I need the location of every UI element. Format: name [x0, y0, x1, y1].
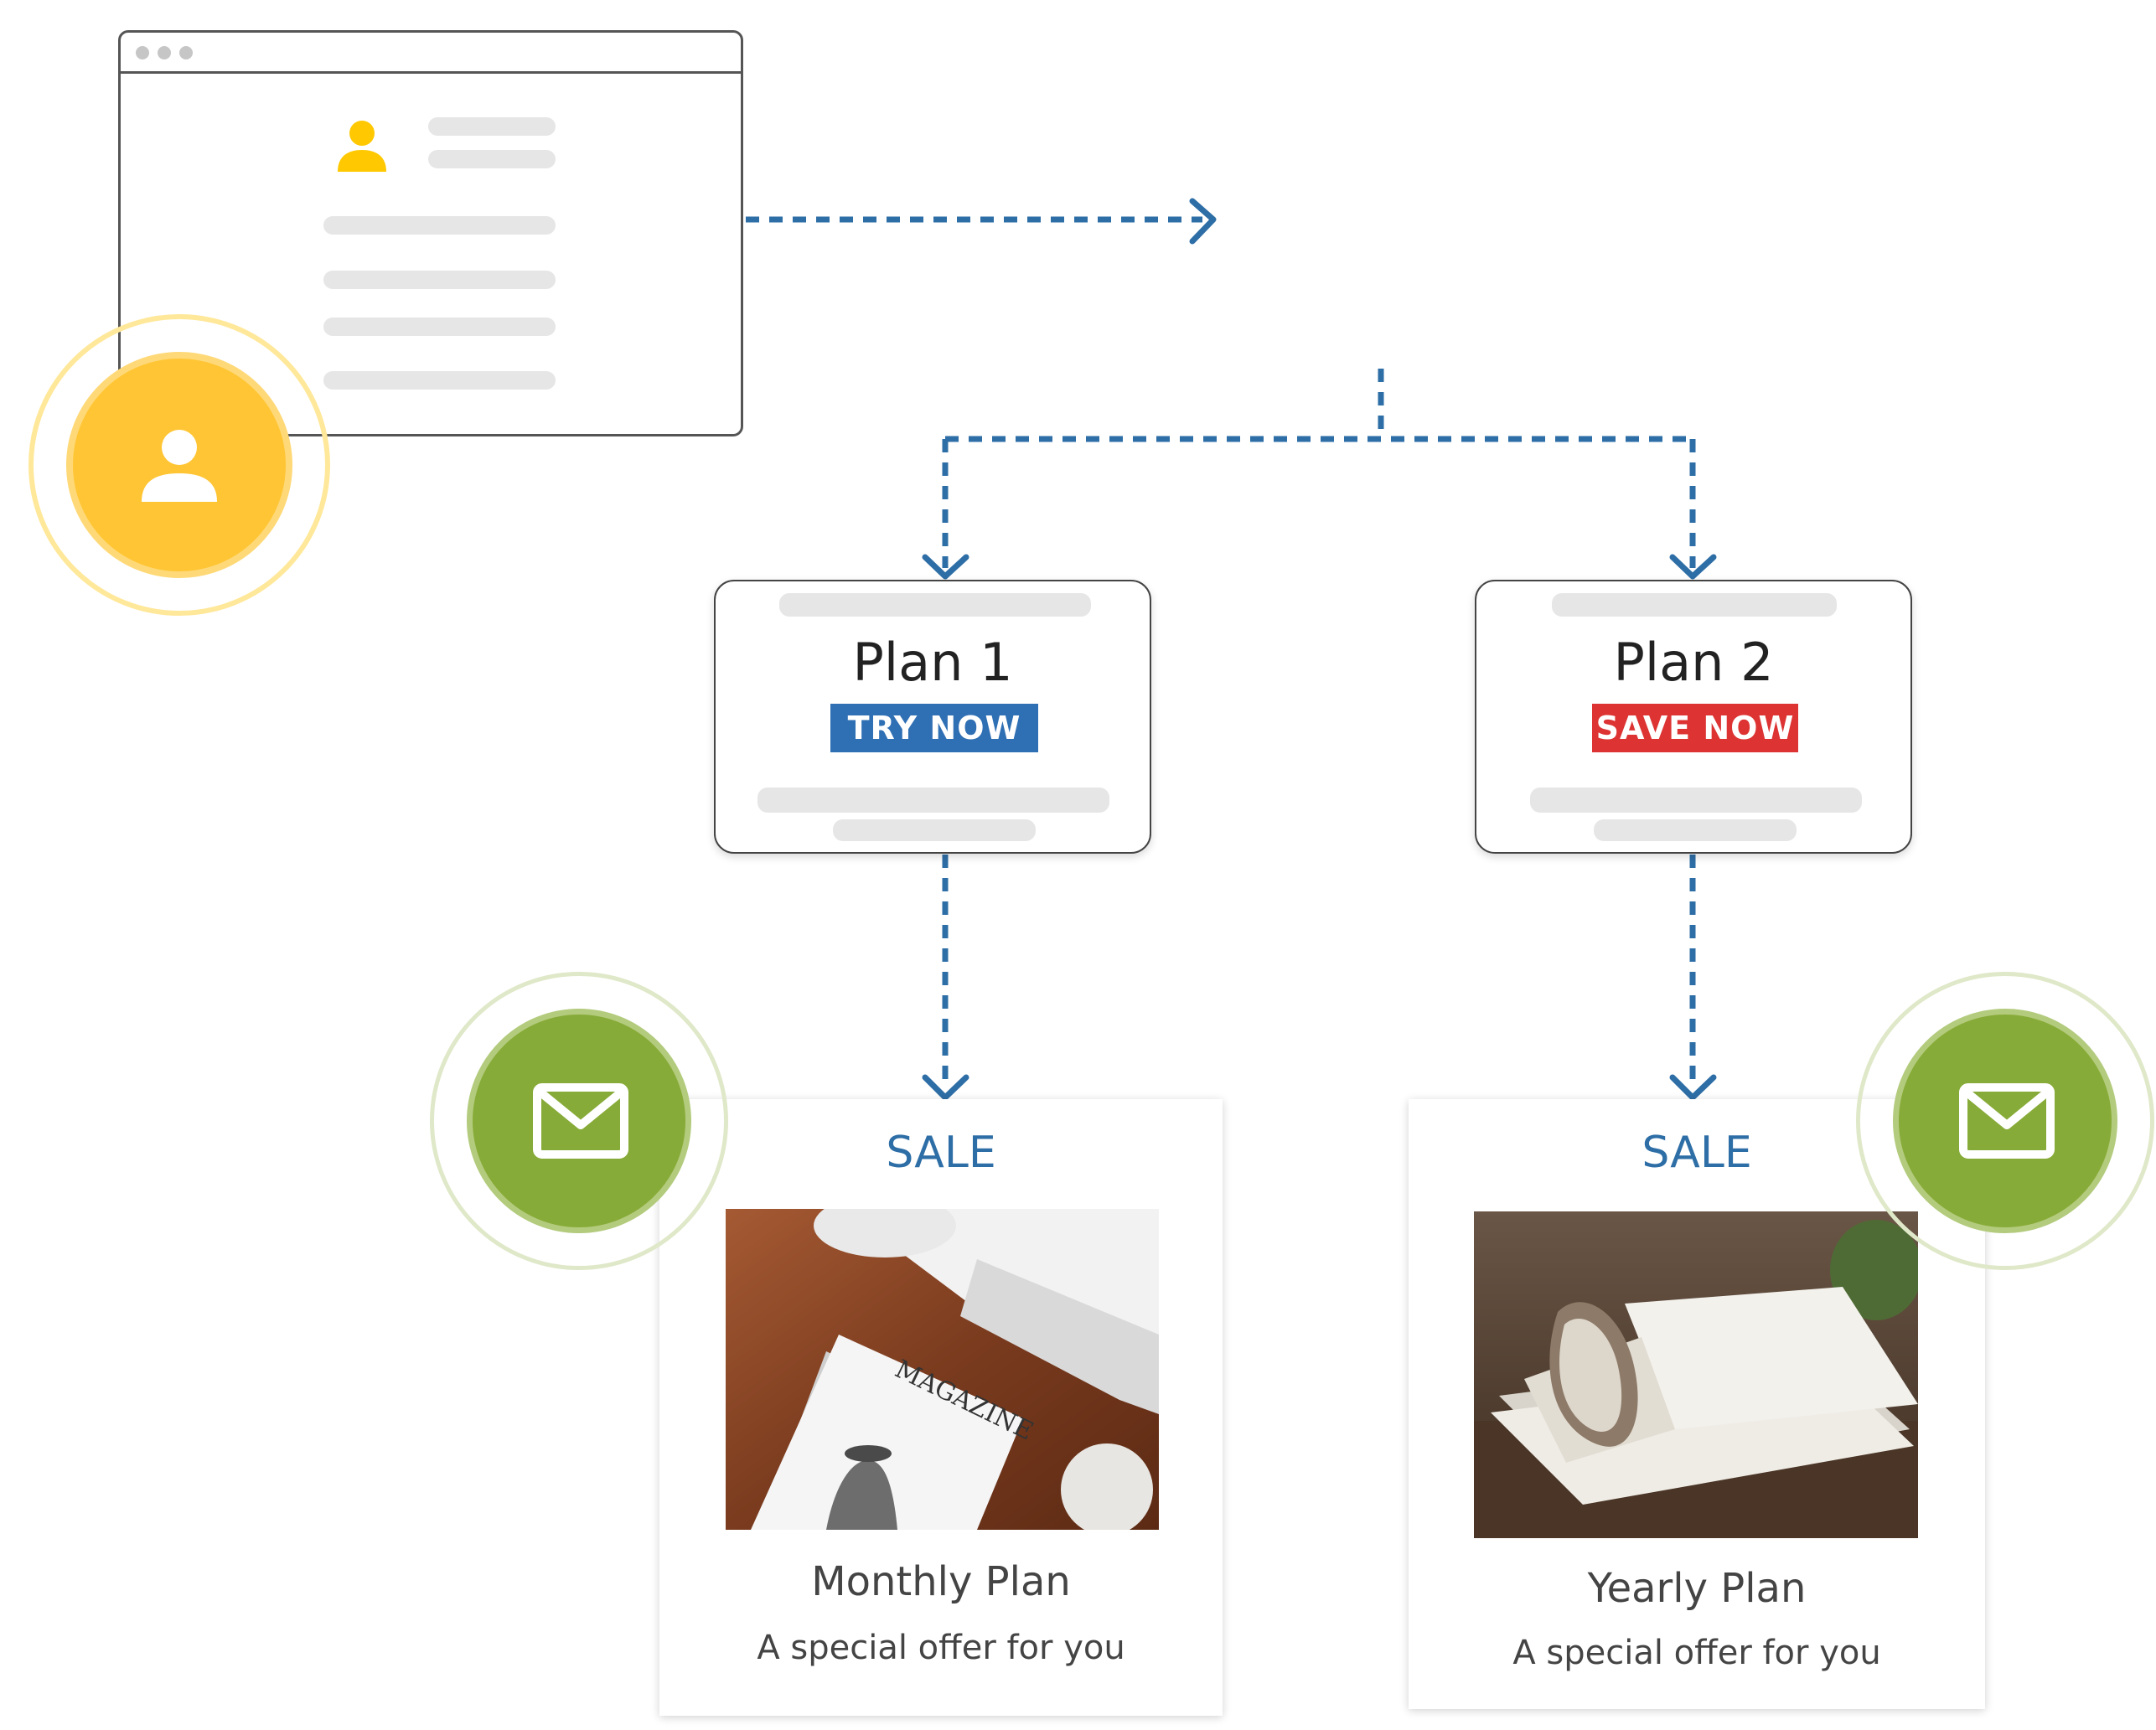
- mail-badge: [1893, 1009, 2117, 1233]
- placeholder-line: [1530, 788, 1862, 813]
- placeholder-line: [428, 117, 556, 136]
- window-dot: [136, 46, 149, 59]
- magazine-photo-art: MAGAZINE: [726, 1209, 1159, 1530]
- user-icon: [338, 121, 386, 172]
- placeholder-line: [428, 150, 556, 168]
- offer-card-yearly[interactable]: SALE Yearly Plan A special offer for you: [1409, 1099, 1985, 1709]
- window-dot: [179, 46, 193, 59]
- arrowhead-offer2: [1669, 1074, 1717, 1101]
- offer-tagline: A special offer for you: [1512, 1634, 1881, 1672]
- placeholder-line: [323, 271, 556, 289]
- envelope-icon: [533, 1083, 628, 1159]
- window-dot: [158, 46, 171, 59]
- arrowhead-right: [1189, 198, 1217, 245]
- offer-tagline: A special offer for you: [757, 1629, 1125, 1667]
- user-badge-halo: [28, 314, 330, 616]
- plan-card-1[interactable]: Plan 1 TRY NOW: [714, 580, 1151, 854]
- sale-heading: SALE: [1642, 1128, 1752, 1178]
- offer-name: Monthly Plan: [811, 1558, 1071, 1605]
- placeholder-line: [1594, 819, 1797, 841]
- placeholder-line: [323, 318, 556, 336]
- plan-title: Plan 2: [1613, 632, 1774, 693]
- arrowhead-plan1: [922, 554, 969, 580]
- placeholder-line: [1552, 593, 1837, 617]
- placeholder-line: [323, 371, 556, 390]
- mail-badge: [467, 1009, 691, 1233]
- magazine-photo: MAGAZINE: [726, 1209, 1159, 1530]
- envelope-icon: [1959, 1083, 2055, 1159]
- arrowhead-offer1: [922, 1074, 969, 1101]
- placeholder-line: [779, 593, 1091, 617]
- offer-card-monthly[interactable]: SALE MAGAZINE Monthly Plan A s: [659, 1099, 1223, 1716]
- magazine-stack-photo-art: [1474, 1211, 1918, 1538]
- plan-card-2[interactable]: Plan 2 SAVE NOW: [1475, 580, 1912, 854]
- placeholder-line: [757, 788, 1109, 813]
- sale-heading: SALE: [886, 1128, 996, 1178]
- arrowhead-plan2: [1669, 554, 1717, 580]
- mail-badge-halo: [1856, 972, 2154, 1270]
- offer-name: Yearly Plan: [1587, 1565, 1807, 1612]
- user-badge: [66, 352, 292, 578]
- user-icon: [142, 430, 217, 502]
- try-now-button[interactable]: TRY NOW: [830, 704, 1038, 752]
- mail-badge-halo: [430, 972, 728, 1270]
- magazine-stack-photo: [1474, 1211, 1918, 1538]
- save-now-button[interactable]: SAVE NOW: [1592, 704, 1798, 752]
- placeholder-line: [833, 819, 1036, 841]
- browser-title-bar: [121, 33, 741, 74]
- placeholder-line: [323, 216, 556, 235]
- plan-title: Plan 1: [852, 632, 1013, 693]
